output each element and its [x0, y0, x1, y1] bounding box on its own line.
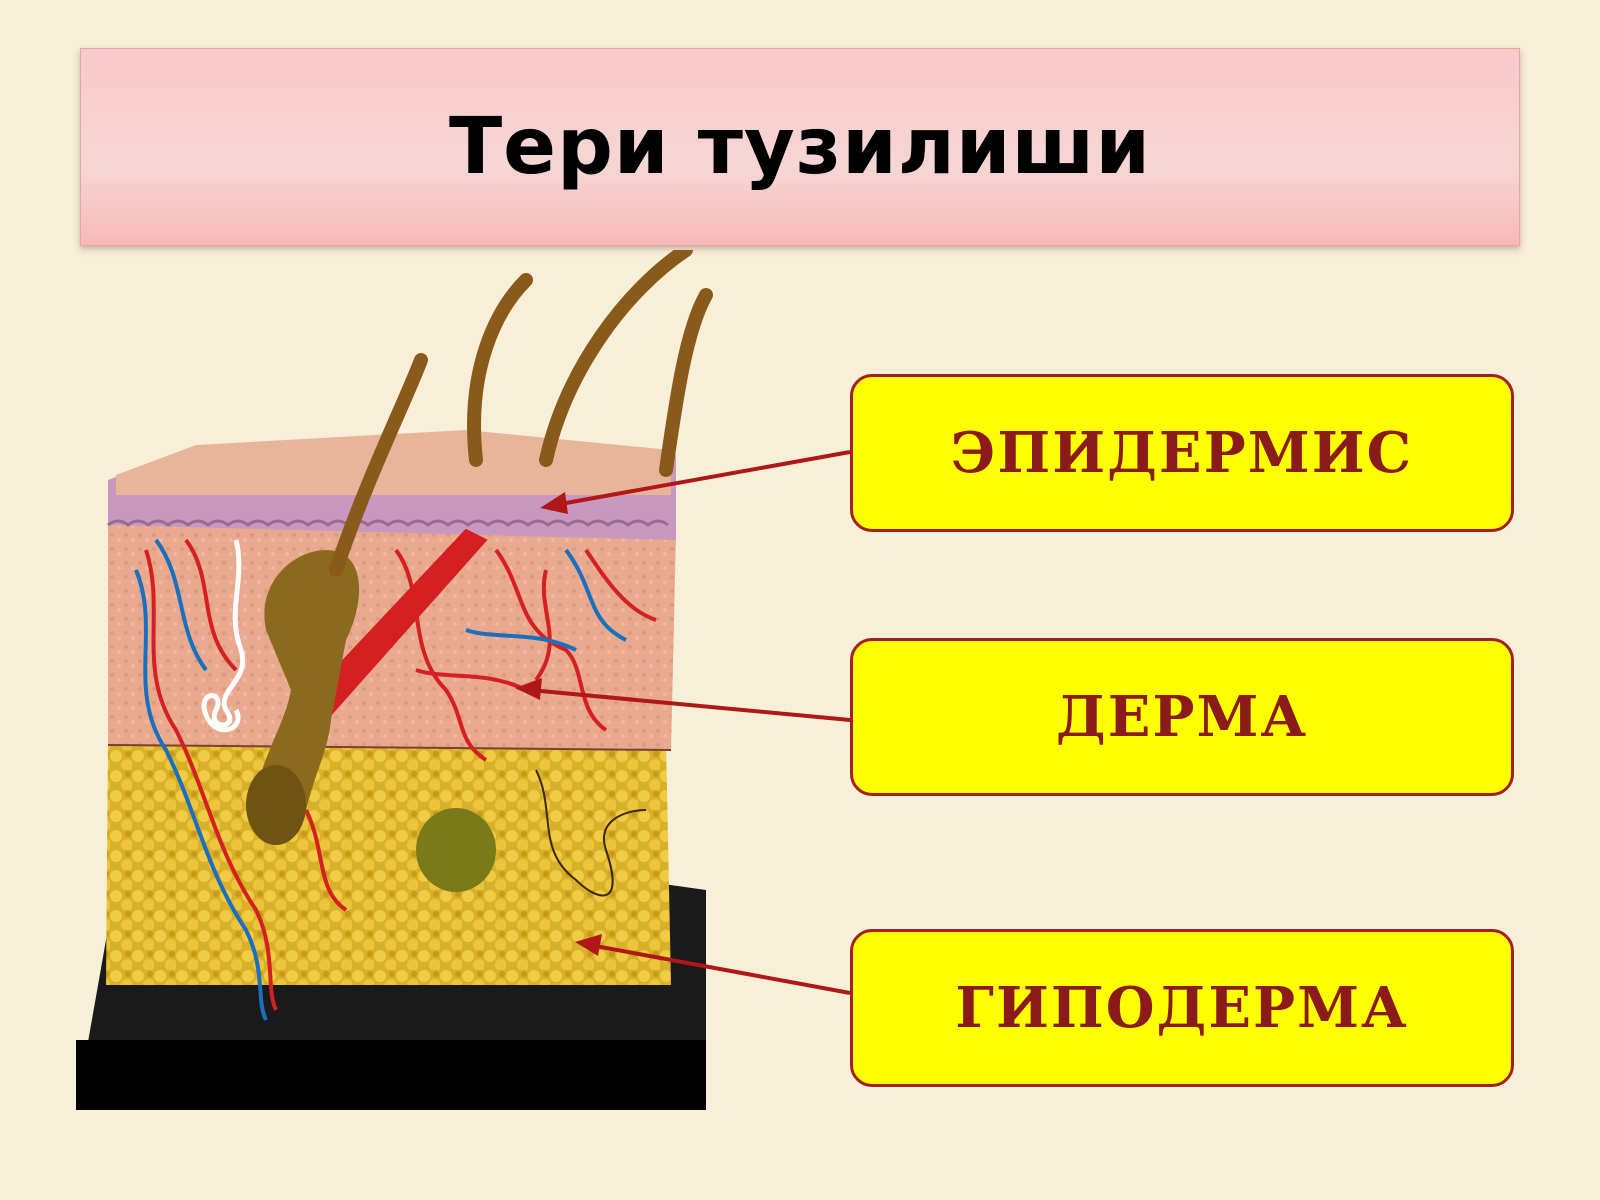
sweat-gland	[201, 539, 246, 733]
sebaceous-gland	[416, 808, 496, 892]
skin-model-illustration	[76, 250, 713, 1110]
page-title: Тери тузилиши	[448, 102, 1152, 192]
hair-shafts	[329, 250, 713, 577]
veins	[134, 538, 627, 1021]
label-dermis-text: ДЕРМА	[1055, 684, 1309, 750]
nerve-fiber	[535, 769, 647, 897]
label-hypodermis-text: ГИПОДЕРМА	[955, 975, 1409, 1041]
hypodermis-layer	[106, 740, 671, 985]
label-hypodermis: ГИПОДЕРМА	[850, 929, 1514, 1087]
hair-follicle	[246, 550, 360, 845]
label-dermis: ДЕРМА	[850, 638, 1514, 796]
label-epidermis: ЭПИДЕРМИС	[850, 374, 1514, 532]
label-epidermis-text: ЭПИДЕРМИС	[950, 420, 1414, 486]
epidermis-layer	[107, 430, 676, 540]
title-banner: Тери тузилиши	[80, 48, 1520, 246]
